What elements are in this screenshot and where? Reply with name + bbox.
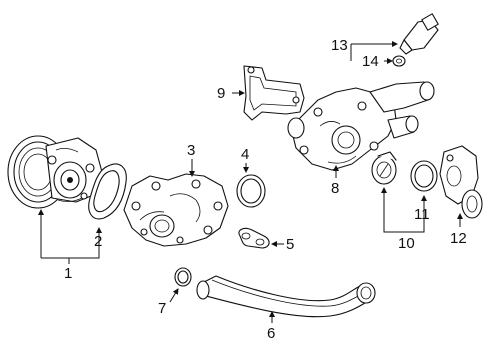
callout-labels: 1 2 3 4 5 6 7 8 9 10 11 12 13 14 (64, 37, 467, 342)
o-ring-part-4 (236, 174, 266, 208)
temperature-sensor-part (399, 13, 439, 55)
callout-7: 7 (158, 300, 166, 317)
thermostat-part (371, 151, 397, 185)
callout-13: 13 (331, 37, 348, 54)
callout-6: 6 (267, 325, 275, 342)
pump-gasket-part (88, 163, 127, 220)
callout-10: 10 (398, 235, 415, 252)
sensor-washer-part (392, 55, 406, 67)
callout-2: 2 (94, 233, 102, 250)
callout-12: 12 (450, 230, 467, 247)
small-gasket-part (238, 227, 270, 249)
leader-lines (38, 41, 463, 323)
thermostat-housing-part (287, 81, 435, 171)
callout-14: 14 (362, 53, 379, 70)
callout-5: 5 (286, 236, 294, 253)
callout-8: 8 (331, 180, 339, 197)
callout-9: 9 (217, 85, 225, 102)
callout-4: 4 (241, 146, 249, 163)
callout-3: 3 (187, 142, 195, 159)
pump-housing-part (123, 173, 229, 247)
water-pump-part (7, 135, 103, 209)
callout-11: 11 (414, 206, 430, 223)
thermostat-seal-part (410, 160, 438, 192)
seal-ring-part (174, 267, 192, 287)
callout-1: 1 (64, 265, 72, 282)
coolant-pipe-part (196, 275, 376, 318)
thermostat-cover-part (439, 145, 483, 219)
gasket-bracket-part (243, 65, 305, 121)
